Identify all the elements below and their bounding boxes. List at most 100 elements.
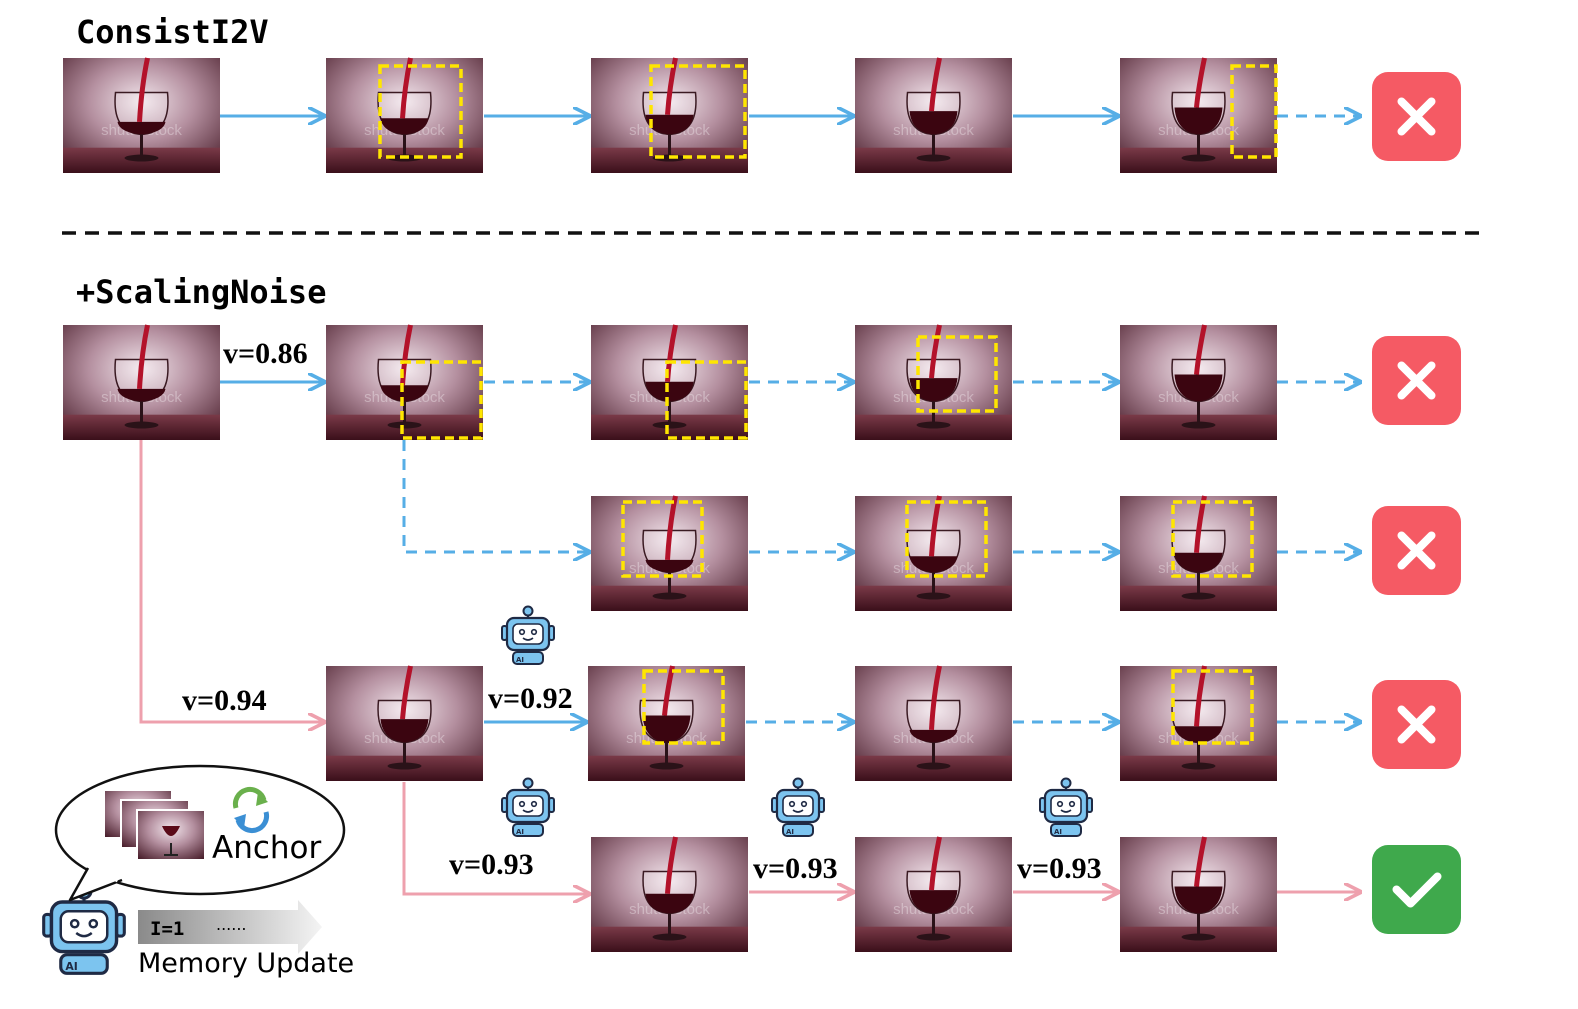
wine-glass-base — [649, 762, 684, 770]
inconsistency-box — [1230, 64, 1278, 159]
fail-icon-row2 — [1372, 506, 1461, 595]
wine-glass-base — [387, 421, 422, 429]
wine-glass-base — [916, 421, 951, 429]
memory-update-label: Memory Update — [138, 948, 354, 979]
wine-fill — [1174, 886, 1223, 914]
fail-icon-baseline — [1372, 72, 1461, 161]
frame-baseline-3: shutterstock — [591, 57, 748, 173]
wine-glass-base — [652, 933, 687, 941]
robot-icon-row4-a: AI — [501, 777, 555, 837]
wine-stream — [929, 324, 942, 379]
memory-legend: Anchor I=1 ...... Memory Update — [54, 764, 354, 979]
wine-stream — [929, 665, 942, 731]
frame-scaling-4-1: shutterstock — [591, 836, 748, 952]
iteration-arrow — [138, 900, 322, 954]
frame-scaling-1-3: shutterstock — [591, 324, 748, 440]
wine-stream — [400, 665, 413, 720]
wine-fill — [645, 381, 694, 402]
wine-glass-base — [1181, 592, 1216, 600]
wine-stream — [929, 57, 942, 112]
wine-glass-base — [1181, 762, 1216, 770]
baseline-title: ConsistI2V — [76, 13, 269, 51]
inconsistency-box — [916, 335, 998, 413]
wine-fill — [1174, 107, 1223, 135]
inconsistency-box — [649, 64, 747, 159]
frame-scaling-1-2: shutterstock — [326, 324, 483, 440]
wine-stream — [400, 57, 413, 119]
wine-fill — [1174, 726, 1223, 743]
robots-layer: AI AI AI AI AI — [42, 605, 1093, 975]
wine-fill — [645, 893, 694, 914]
wine-fill — [380, 385, 429, 402]
wine-stream — [665, 495, 678, 561]
wine-fill — [1174, 374, 1223, 402]
refresh-icon — [232, 786, 270, 834]
cross-mark — [1397, 361, 1436, 400]
wine-fill — [909, 729, 958, 743]
frames-layer: shutterstock shutterstock shutterstock shut… — [63, 57, 1278, 952]
wine-glass-base — [1181, 933, 1216, 941]
frame-scaling-3-3: shutterstock — [1120, 665, 1277, 781]
wine-glass-base — [652, 421, 687, 429]
svg-text:AI: AI — [516, 656, 524, 664]
frame-baseline-2: shutterstock — [326, 57, 483, 173]
wine-fill — [117, 121, 166, 135]
wine-stream — [1194, 57, 1207, 108]
wine-fill — [909, 378, 958, 402]
iteration-ellipsis: ...... — [216, 915, 247, 934]
wine-fill — [380, 118, 429, 135]
wine-glass-base — [1181, 154, 1216, 162]
robot-icon-memory: AI — [42, 882, 126, 975]
anchor-frame-stack — [103, 789, 206, 861]
score-label-row4-a: v=0.93 — [449, 848, 534, 881]
inconsistency-box — [378, 64, 463, 159]
iteration-label: I=1 — [150, 918, 184, 940]
fail-icon-row1 — [1372, 336, 1461, 425]
frame-baseline-5: shutterstock — [1120, 57, 1278, 173]
inconsistency-box — [400, 360, 483, 440]
frame-scaling-1-1: shutterstock — [63, 324, 220, 440]
frame-scaling-4-2: shutterstock — [855, 836, 1012, 952]
check-mark — [1392, 872, 1442, 908]
frame-baseline-4: shutterstock — [855, 57, 1012, 173]
robot-icon-row3: AI — [501, 605, 555, 665]
wine-fill — [1174, 552, 1223, 573]
svg-text:AI: AI — [786, 828, 794, 836]
wine-stream — [1194, 324, 1207, 375]
wine-fill — [909, 111, 958, 135]
inconsistency-box — [1171, 500, 1254, 578]
wine-fill — [380, 719, 429, 743]
inconsistency-box — [621, 500, 704, 578]
svg-text:AI: AI — [1054, 828, 1062, 836]
robot-icon-row4-c: AI — [1039, 777, 1093, 837]
fail-icon-row3 — [1372, 680, 1461, 769]
wine-fill — [645, 114, 694, 135]
frame-scaling-3-1: shutterstock — [588, 665, 745, 781]
frame-scaling-2-3: shutterstock — [1120, 495, 1277, 611]
score-label-branch-main: v=0.94 — [182, 684, 267, 717]
svg-text:AI: AI — [65, 960, 77, 973]
results-layer — [1372, 72, 1461, 934]
inconsistency-box — [665, 360, 748, 440]
wine-stream — [400, 324, 413, 386]
score-label-row1: v=0.86 — [223, 337, 308, 370]
score-label-row4-b: v=0.93 — [753, 852, 838, 885]
wine-glass-base — [1181, 421, 1216, 429]
wine-fill — [909, 556, 958, 573]
robot-icon-row4-b: AI — [771, 777, 825, 837]
arrow-branch-row4 — [402, 782, 589, 894]
result-badge — [1372, 845, 1461, 934]
wine-stream — [662, 665, 675, 716]
score-label-row4-c: v=0.93 — [1017, 852, 1102, 885]
wine-stream — [665, 57, 678, 115]
wine-fill — [642, 715, 691, 743]
wine-stream — [1194, 836, 1207, 887]
svg-text:AI: AI — [516, 828, 524, 836]
frame-scaling-2-1: shutterstock — [591, 495, 748, 611]
wine-fill — [117, 388, 166, 402]
wine-glass-base — [652, 592, 687, 600]
frame-scaling-1-4: shutterstock — [855, 324, 1012, 440]
frame-baseline-1: shutterstock — [63, 57, 220, 173]
